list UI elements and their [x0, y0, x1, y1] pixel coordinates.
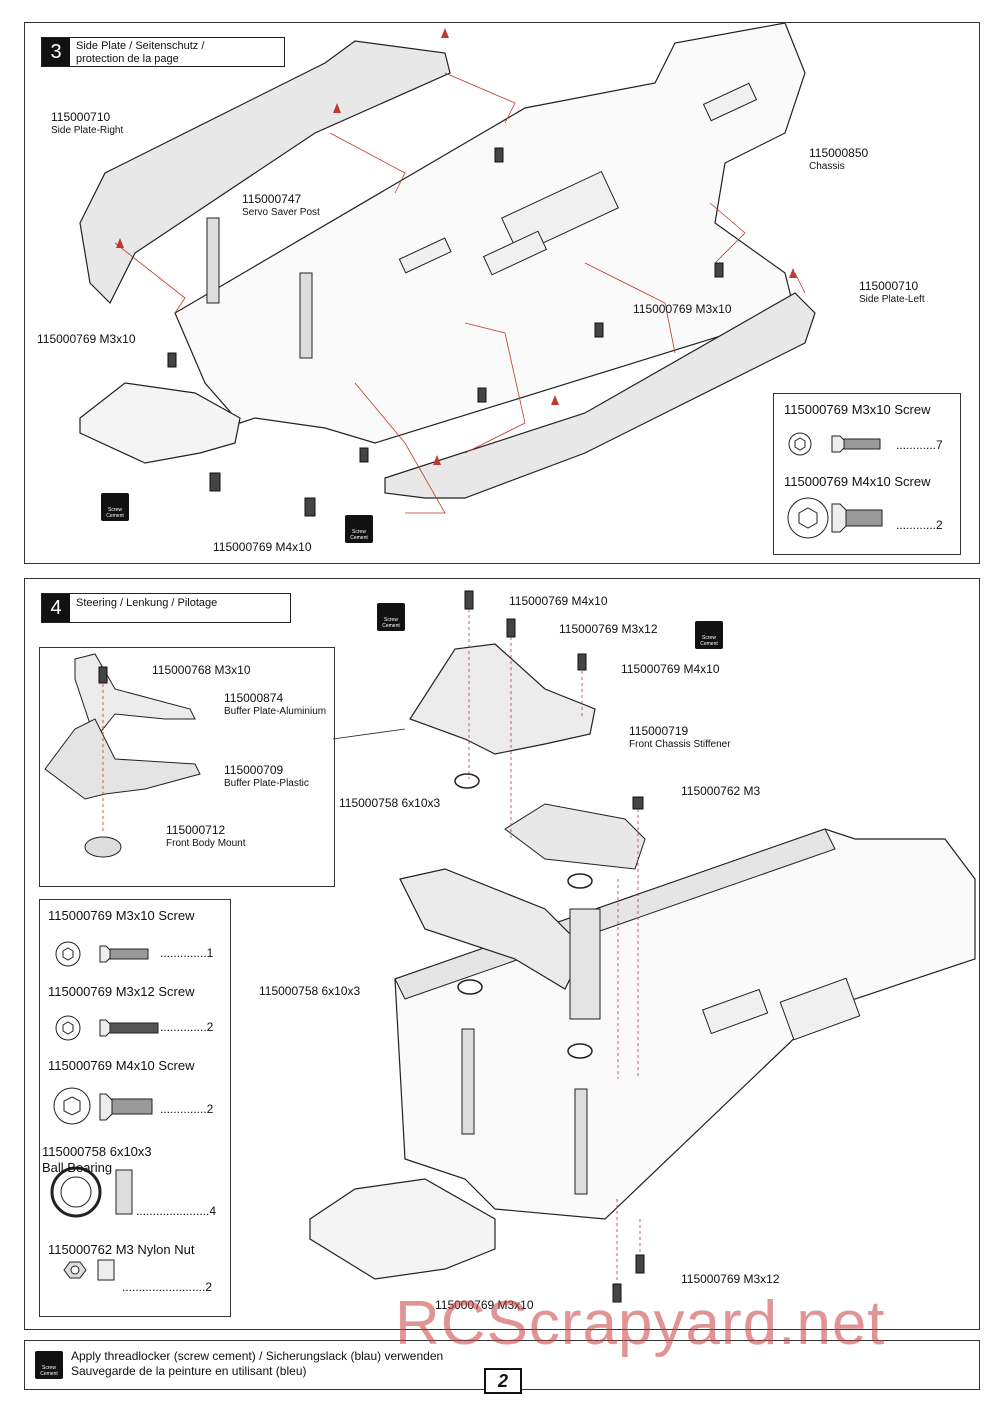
label-m3x12-top: 115000769 M3x12: [559, 622, 658, 636]
page-number: 2: [484, 1368, 522, 1394]
hex-screw-icon: [787, 432, 883, 539]
parts-item-subtitle: Ball Bearing: [42, 1160, 113, 1175]
post: [569, 908, 601, 1020]
label-m4x10-top: 115000769 M4x10: [509, 594, 608, 608]
label-m4x10-bottom: 115000769 M4x10: [213, 540, 312, 554]
parts-item-title: 115000769 M3x10 Screw: [48, 908, 195, 923]
parts-item-title: 115000769 M4x10 Screw: [48, 1058, 195, 1073]
label-buffer-plate-plastic: 115000709 Buffer Plate-Plastic: [224, 763, 309, 790]
upper-steering-bracket: [409, 643, 596, 755]
front-body-mount: [84, 836, 122, 858]
step4-panel: 4 Steering / Lenkung / Pilotage 11500076…: [24, 578, 980, 1330]
chassis-slot: [398, 237, 452, 274]
label-side-plate-right: 115000710 Side Plate-Right: [51, 110, 124, 137]
screw-cement-icon: Screw Cement: [377, 603, 405, 631]
label-front-chassis-stiffener: 115000719 Front Chassis Stiffener: [629, 724, 731, 751]
side-plate-right: [79, 40, 451, 305]
step3-parts-box: 115000769 M3x10 Screw ............7 1150…: [773, 393, 961, 555]
step4-drawing: [44, 590, 976, 1303]
step3-drawing: [79, 23, 816, 517]
screw-cement-icon: Screw Cement: [101, 493, 129, 521]
front-plate: [309, 1178, 496, 1280]
label-bearing-lower: 115000758 6x10x3: [259, 984, 361, 998]
parts-item-qty: ..............2: [160, 1102, 214, 1116]
chassis-slot: [482, 230, 548, 276]
footer-line1: Apply threadlocker (screw cement) / Sich…: [71, 1349, 444, 1363]
side-plate-left: [384, 292, 816, 499]
step4-header: 4 Steering / Lenkung / Pilotage: [41, 593, 291, 623]
chassis-outline: [394, 828, 976, 1220]
watermark: RCScrapyard.net: [395, 1289, 886, 1358]
parts-item-qty: ............7: [896, 438, 943, 452]
post: [574, 1088, 588, 1195]
chassis-slot: [702, 82, 758, 122]
front-plate: [79, 382, 241, 464]
step3-number: 3: [42, 38, 70, 66]
parts-item-title: 115000769 M3x10 Screw: [784, 402, 931, 417]
buffer-plate-plastic: [44, 718, 201, 800]
label-inset-screw: 115000768 M3x10: [152, 663, 251, 677]
step3-header: 3 Side Plate / Seitenschutz / protection…: [41, 37, 285, 67]
label-side-plate-left: 115000710 Side Plate-Left: [859, 279, 925, 306]
label-servo-saver-post: 115000747 Servo Saver Post: [242, 192, 320, 219]
servo-post: [299, 272, 313, 359]
chassis-slot: [779, 977, 861, 1041]
guide-arrows: [116, 28, 797, 465]
screw-cement-icon: Screw Cement: [35, 1351, 63, 1379]
label-chassis: 115000850 Chassis: [809, 146, 869, 173]
parts-item-title: 115000758 6x10x3: [42, 1144, 152, 1159]
step3-title-line2: protection de la page: [76, 53, 179, 65]
label-m3x10-bottom: 115000769 M3x10: [435, 1298, 534, 1312]
inset-screw: [98, 666, 108, 684]
screws: [464, 590, 645, 1303]
parts-item-qty: .........................2: [122, 1280, 213, 1294]
parts-item-qty: ............2: [896, 518, 943, 532]
step4-parts-box: 115000769 M3x10 Screw ..............1 11…: [39, 899, 231, 1317]
parts-item-title: 115000769 M4x10 Screw: [784, 474, 931, 489]
screw-cement-icon: Screw Cement: [695, 621, 723, 649]
parts-item-qty: ..............2: [160, 1020, 214, 1034]
front-chassis-stiffener: [504, 803, 646, 870]
side-plate: [394, 828, 836, 1000]
chassis-slot: [501, 170, 619, 256]
post: [461, 1028, 475, 1135]
step3-panel: 3 Side Plate / Seitenschutz / protection…: [24, 22, 980, 564]
chassis-outline: [174, 23, 806, 444]
step4-inset-box: 115000768 M3x10 115000874 Buffer Plate-A…: [39, 647, 335, 887]
label-m3x10-left: 115000769 M3x10: [37, 332, 136, 346]
label-bearing-upper: 115000758 6x10x3: [339, 796, 441, 810]
label-buffer-plate-aluminium: 115000874 Buffer Plate-Aluminium: [224, 691, 327, 718]
footer-line2: Sauvegarde de la peinture en utilisant (…: [71, 1364, 307, 1378]
servo-post: [206, 217, 220, 304]
step4-title: Steering / Lenkung / Pilotage: [76, 597, 218, 609]
parts-item-title: 115000762 M3 Nylon Nut: [48, 1242, 195, 1257]
step4-number: 4: [42, 594, 70, 622]
parts-item-qty: ......................4: [136, 1204, 217, 1218]
parts-icons: [50, 941, 159, 1281]
label-m3x12-bottom: 115000769 M3x12: [681, 1272, 780, 1286]
label-m4x10-right: 115000769 M4x10: [621, 662, 720, 676]
screws: [167, 147, 724, 517]
bearings: [454, 773, 593, 1059]
screw-cement-icon: Screw Cement: [345, 515, 373, 543]
parts-item-title: 115000769 M3x12 Screw: [48, 984, 195, 999]
label-nylon-nut: 115000762 M3: [681, 784, 761, 798]
guide-lines: [468, 609, 641, 1284]
step3-title-line1: Side Plate / Seitenschutz /: [76, 40, 205, 52]
label-m3x10-mid: 115000769 M3x10: [633, 302, 732, 316]
parts-item-qty: ..............1: [160, 946, 214, 960]
chassis-slot: [702, 988, 769, 1035]
label-front-body-mount: 115000712 Front Body Mount: [166, 823, 246, 850]
guide-lines: [114, 72, 806, 514]
